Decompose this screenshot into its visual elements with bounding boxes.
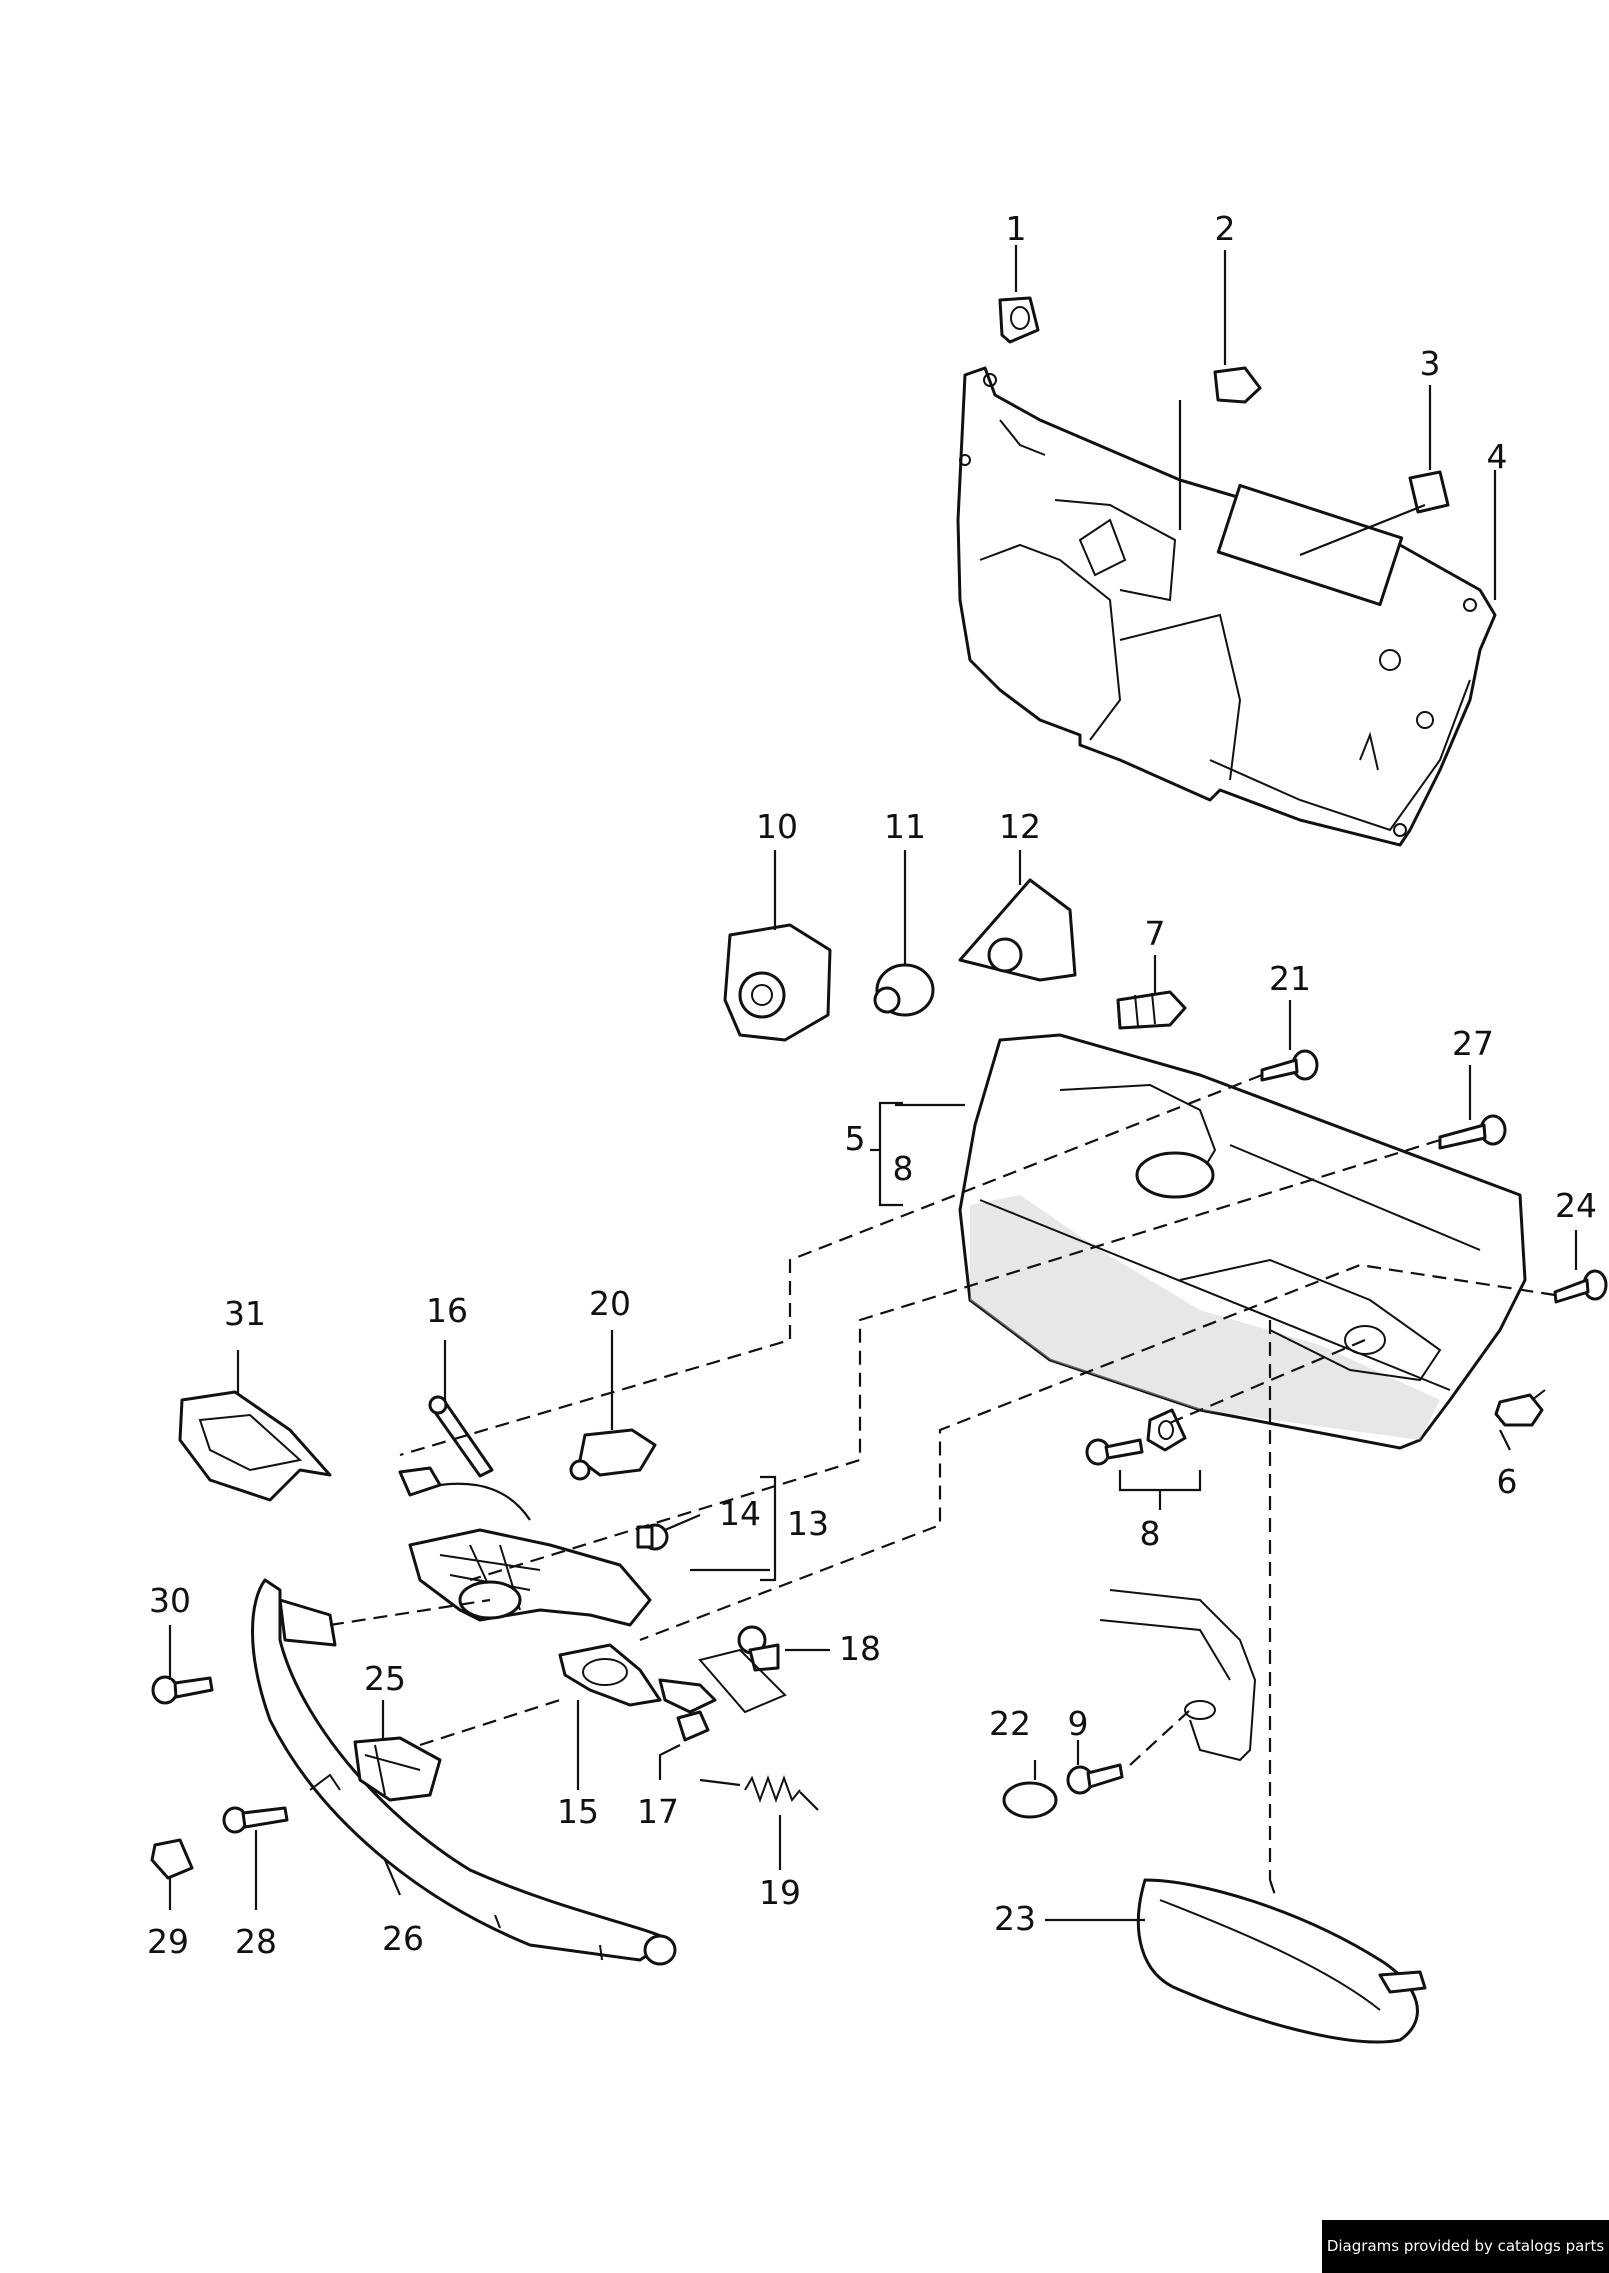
callout-25: 25 <box>364 1659 406 1698</box>
callout-19: 19 <box>759 1873 801 1912</box>
part-24-screw <box>1553 1269 1608 1304</box>
part-19-spring <box>699 1775 819 1811</box>
part-16-rod <box>428 1395 494 1478</box>
callout-13: 13 <box>787 1504 829 1543</box>
part-2-clip <box>1213 366 1262 404</box>
callout-14: 14 <box>719 1494 761 1533</box>
callout-10: 10 <box>756 807 798 846</box>
part-30-screw <box>151 1675 214 1705</box>
part-23-arm-pad <box>1137 1878 1427 2044</box>
armrest-panel <box>1099 1589 1257 1762</box>
leader-lines <box>168 245 1578 1922</box>
callout-22: 22 <box>989 1704 1031 1743</box>
part-13-lock-mechanism <box>398 1466 652 1627</box>
part-17-clip <box>676 1710 710 1742</box>
callout-23: 23 <box>994 1899 1036 1938</box>
part-10-switch <box>723 923 832 1042</box>
part-25-escutcheon <box>353 1736 442 1802</box>
part-20-connector <box>569 1428 657 1481</box>
callout-29: 29 <box>147 1922 189 1961</box>
callout-8-upper: 8 <box>893 1149 914 1188</box>
callout-5: 5 <box>845 1119 866 1158</box>
callout-31: 31 <box>224 1294 266 1333</box>
callout-4: 4 <box>1487 437 1508 476</box>
callout-1: 1 <box>1006 209 1027 248</box>
callout-27: 27 <box>1452 1024 1494 1063</box>
callout-2: 2 <box>1215 209 1236 248</box>
part-8-screw-set <box>1085 1408 1187 1466</box>
callout-labels: 1 2 3 4 5 6 7 8 8 9 10 11 12 13 14 15 16… <box>147 209 1597 1961</box>
callout-7: 7 <box>1145 914 1166 953</box>
callout-28: 28 <box>235 1922 277 1961</box>
callout-8-lower: 8 <box>1140 1514 1161 1553</box>
part-22-cap <box>1002 1781 1058 1819</box>
part-28-screw <box>222 1806 289 1834</box>
callout-30: 30 <box>149 1581 191 1620</box>
part-27-screw <box>1438 1114 1507 1150</box>
part-11-button <box>873 963 935 1017</box>
part-1-grommet <box>998 296 1040 344</box>
credit-banner: Diagrams provided by catalogs parts <box>1322 2220 1609 2273</box>
part-26-pull-handle <box>251 1578 677 1966</box>
part-7-clip <box>1116 990 1187 1030</box>
callout-20: 20 <box>589 1284 631 1323</box>
callout-3: 3 <box>1420 344 1441 383</box>
callout-18: 18 <box>839 1629 881 1668</box>
callout-15: 15 <box>557 1792 599 1831</box>
part-21-screw <box>1260 1049 1319 1082</box>
callout-12: 12 <box>999 807 1041 846</box>
callout-6: 6 <box>1497 1462 1518 1501</box>
door-trim-panel <box>958 1033 1527 1450</box>
part-14-screw <box>636 1523 669 1551</box>
part-12-cover <box>958 878 1077 982</box>
callout-24: 24 <box>1555 1186 1597 1225</box>
callout-11: 11 <box>884 807 926 846</box>
part-29-clip <box>150 1838 194 1880</box>
callout-21: 21 <box>1269 959 1311 998</box>
dashed-assembly-lines <box>329 1073 1556 1896</box>
part-31-handle-cover <box>178 1390 332 1502</box>
callout-9: 9 <box>1068 1704 1089 1743</box>
door-inner-panel <box>956 366 1497 847</box>
part-18-retainer <box>698 1625 787 1714</box>
part-15-inner-handle <box>558 1643 717 1714</box>
callout-17: 17 <box>637 1792 679 1831</box>
callout-26: 26 <box>382 1919 424 1958</box>
part-3-clip <box>1408 470 1450 514</box>
part-6-clip <box>1494 1389 1546 1427</box>
part-9-screw <box>1066 1763 1124 1795</box>
callout-16: 16 <box>426 1291 468 1330</box>
